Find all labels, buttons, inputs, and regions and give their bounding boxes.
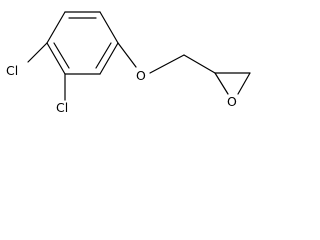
ether-oxygen-label: O xyxy=(136,68,146,83)
epoxide-oxygen-label: O xyxy=(227,94,237,109)
chlorine-label-top: Cl xyxy=(6,63,18,78)
bond-ch2-to-epoxide xyxy=(183,54,216,74)
ring-bond-c5-c6 xyxy=(46,42,66,75)
benzene-ring xyxy=(46,11,119,75)
bond-ring-to-cl-top xyxy=(27,42,48,63)
ring-bond-c6-c1 xyxy=(46,11,66,44)
ring-double-bond-left xyxy=(53,42,70,69)
bond-ether-o-to-ch2 xyxy=(149,54,185,74)
structure-diagram: Cl Cl O O xyxy=(6,11,251,115)
ring-bond-c2-c3 xyxy=(99,11,119,44)
ring-bond-c3-c4 xyxy=(99,42,119,75)
bond-ring-to-ether-o xyxy=(117,42,137,68)
epoxide-bond-c-o-left xyxy=(214,72,229,95)
epoxide-ring xyxy=(214,72,251,95)
epoxide-bond-c-o-right xyxy=(237,72,251,95)
ring-double-bond-right xyxy=(95,42,112,69)
chlorine-label-bottom: Cl xyxy=(56,100,68,115)
